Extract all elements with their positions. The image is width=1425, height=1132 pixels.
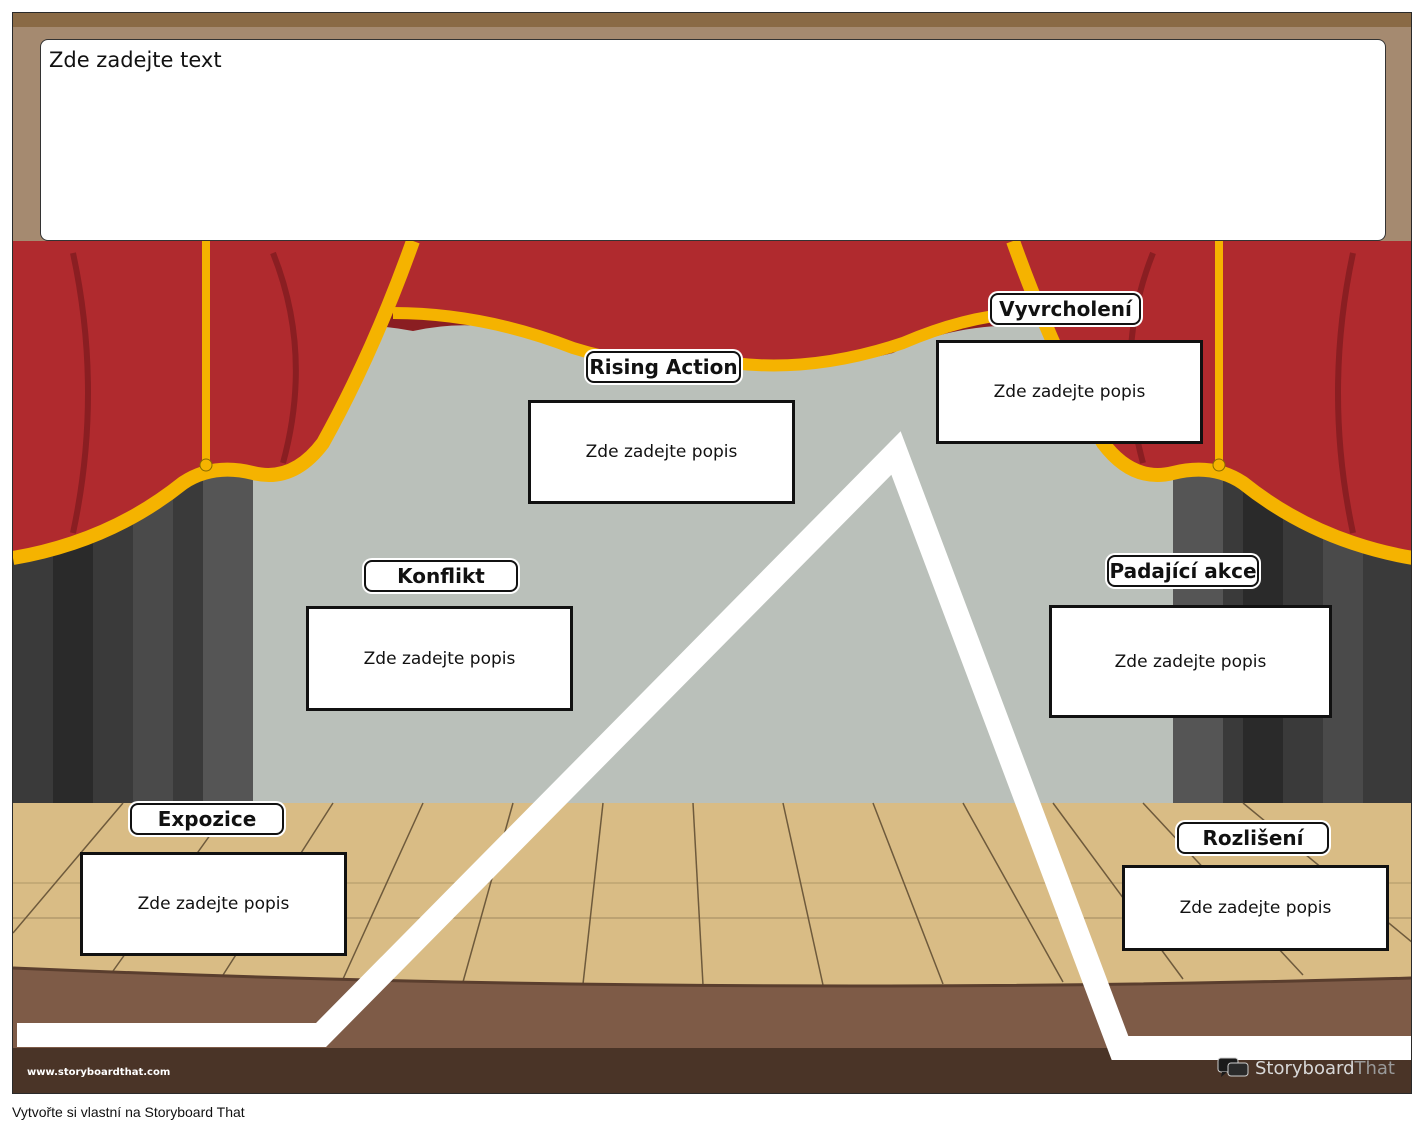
speech-bubble-icon	[1217, 1057, 1249, 1077]
description-rozliseni[interactable]: Zde zadejte popis	[1122, 865, 1389, 951]
description-konflikt[interactable]: Zde zadejte popis	[306, 606, 573, 711]
storyboardthat-brand: StoryboardThat	[1217, 1057, 1395, 1079]
description-rising-action[interactable]: Zde zadejte popis	[528, 400, 795, 504]
description-expozice[interactable]: Zde zadejte popis	[80, 852, 347, 956]
wooden-floor	[13, 803, 1411, 986]
left-red-curtain	[13, 241, 413, 558]
brand-part2: That	[1354, 1057, 1396, 1079]
label-expozice[interactable]: Expozice	[130, 803, 284, 835]
title-text-panel[interactable]: Zde zadejte text	[40, 39, 1386, 241]
label-konflikt[interactable]: Konflikt	[364, 560, 518, 592]
label-vyvrcholeni[interactable]: Vyvrcholení	[990, 293, 1141, 325]
description-padajici-akce[interactable]: Zde zadejte popis	[1049, 605, 1332, 718]
brand-part1: Storyboard	[1254, 1057, 1355, 1079]
title-placeholder: Zde zadejte text	[49, 48, 222, 72]
footer-caption: Vytvořte si vlastní na Storyboard That	[12, 1104, 245, 1120]
label-padajici-akce[interactable]: Padající akce	[1107, 555, 1259, 587]
description-vyvrcholeni[interactable]: Zde zadejte popis	[936, 340, 1203, 444]
watermark-url: www.storyboardthat.com	[27, 1067, 171, 1078]
plot-line	[17, 431, 1411, 1060]
label-rising-action[interactable]: Rising Action	[586, 351, 741, 383]
label-rozliseni[interactable]: Rozlišení	[1177, 822, 1329, 854]
storyboard-canvas: Zde zadejte text Rising Action Vyvrchole…	[12, 12, 1412, 1094]
